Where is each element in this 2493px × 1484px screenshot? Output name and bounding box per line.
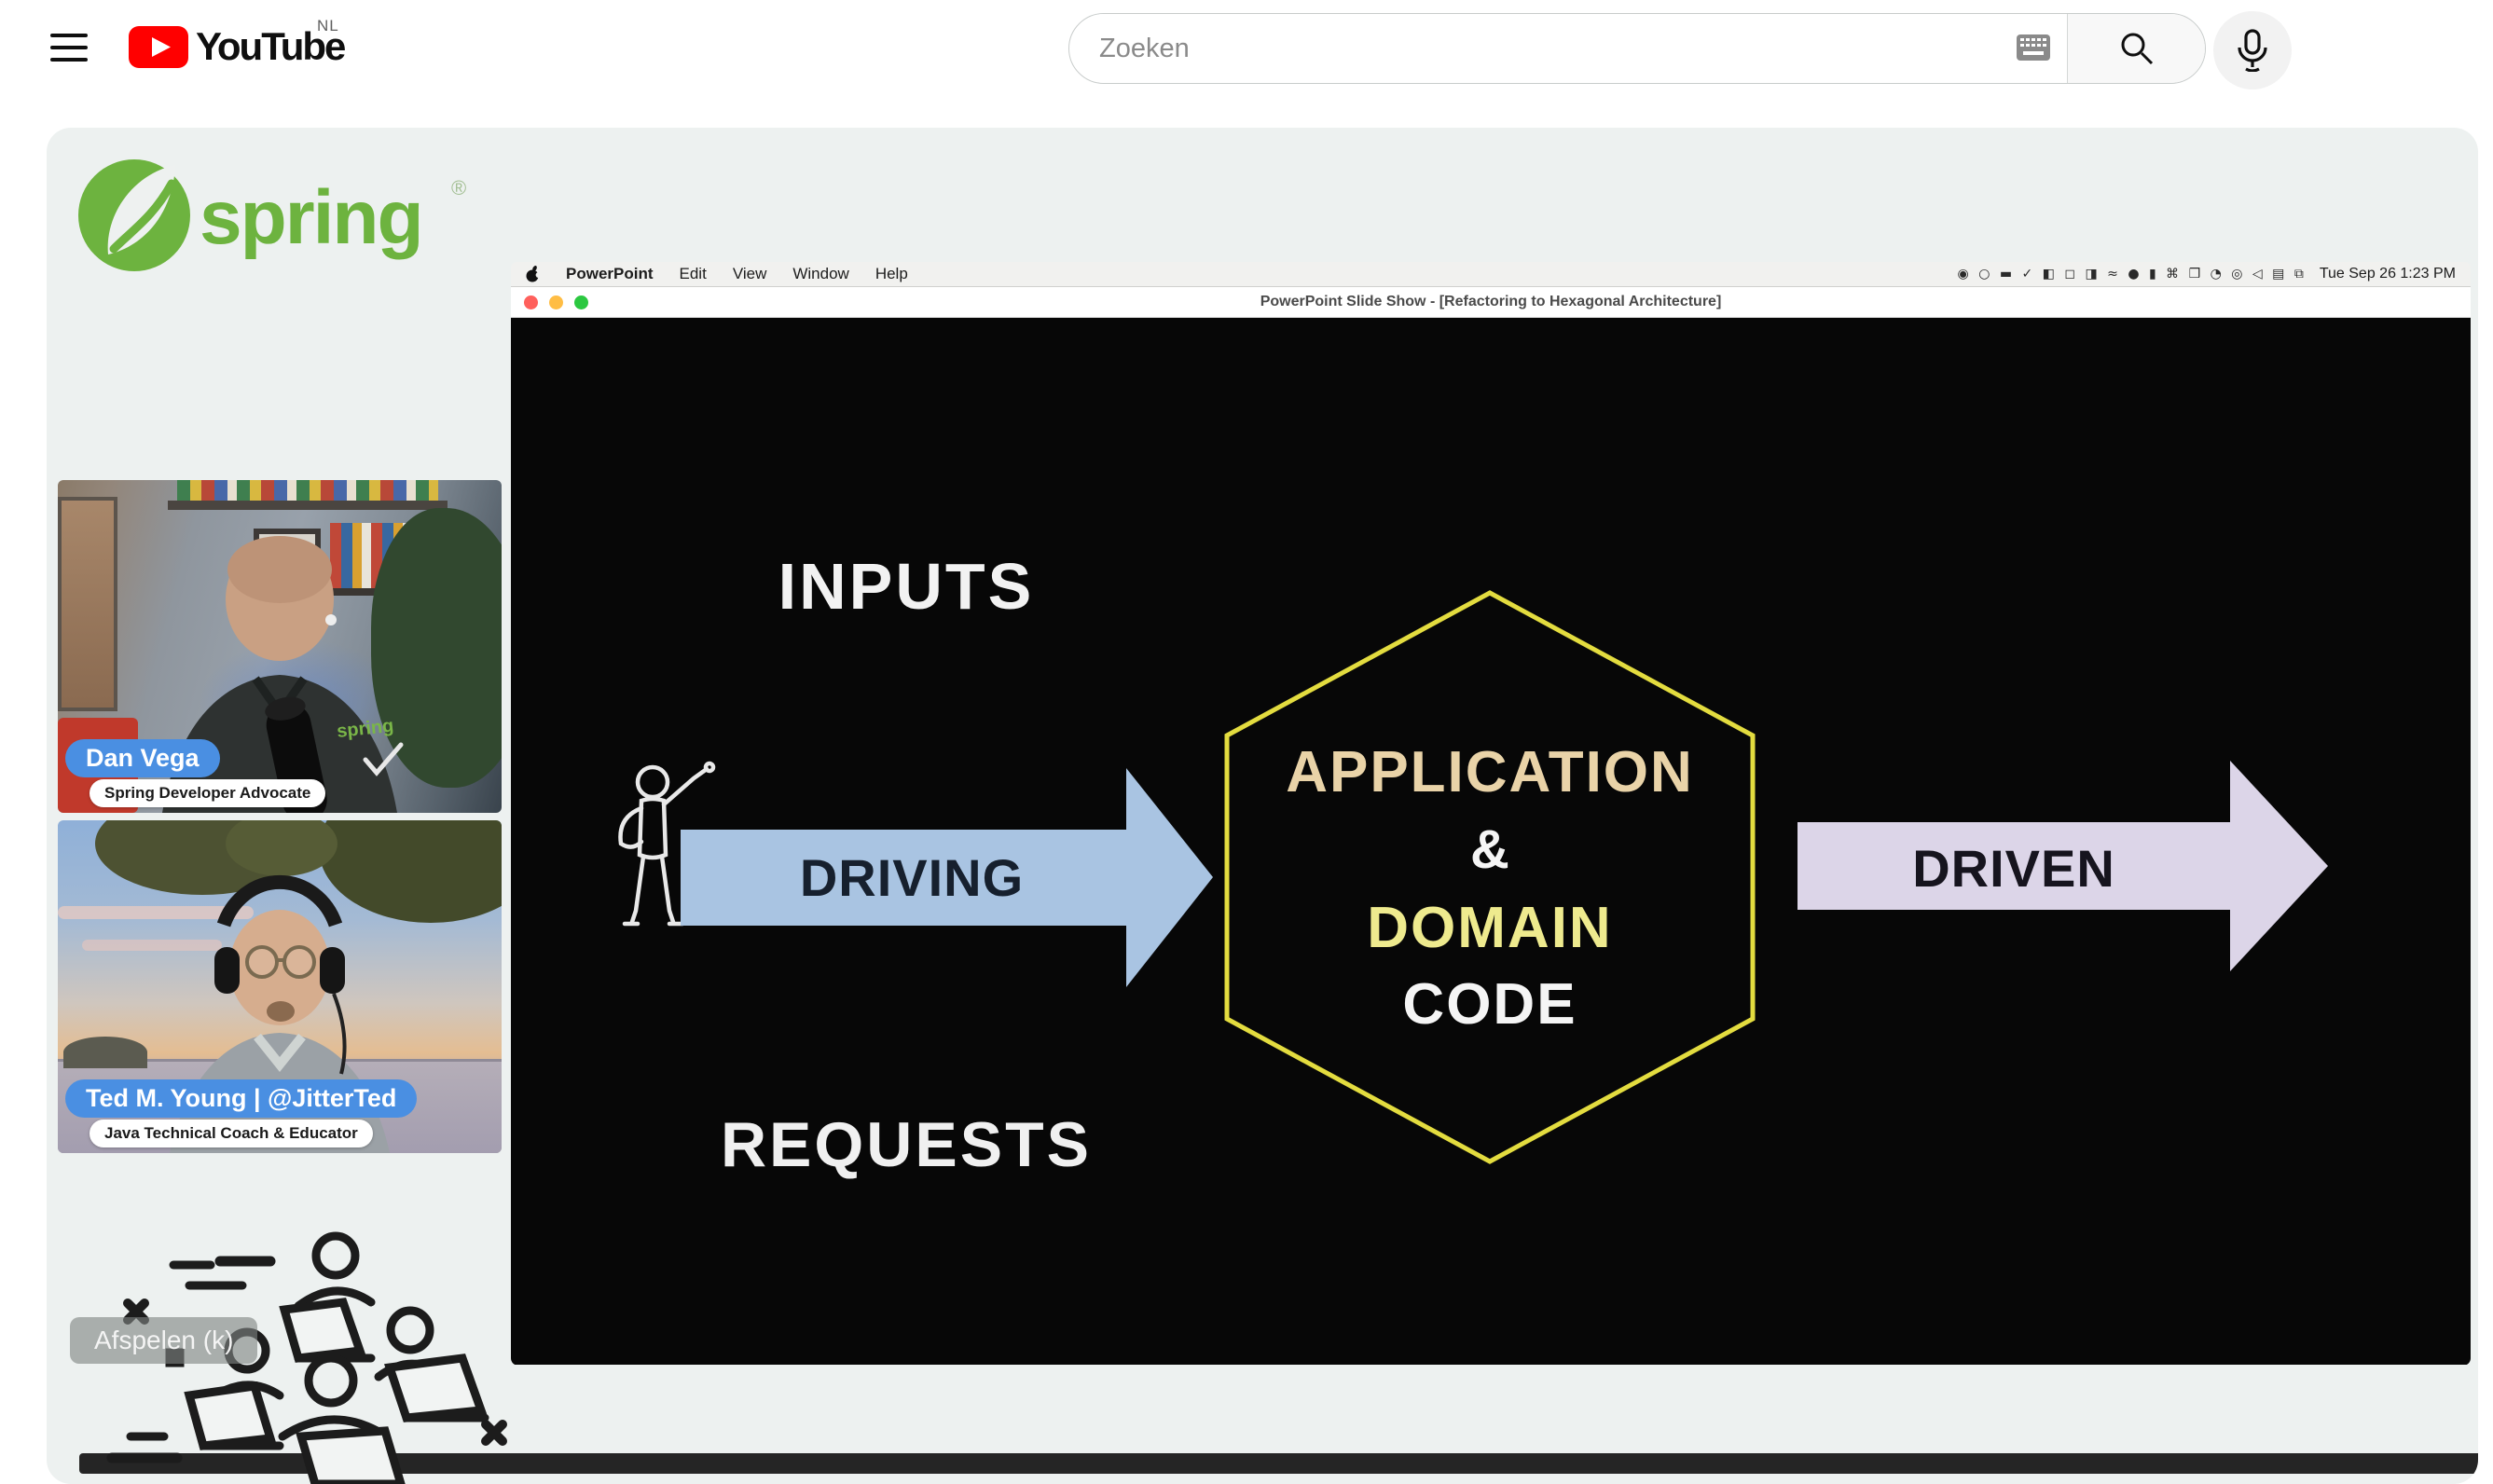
sparkle-x-icon — [481, 1420, 507, 1446]
window-title: PowerPoint Slide Show - [Refactoring to … — [1260, 294, 1722, 309]
apple-icon — [526, 266, 540, 282]
menu-item-help: Help — [875, 265, 908, 282]
zoom-window-icon — [574, 295, 588, 309]
status-icons: ◉ ○ ▬ ✓ ◧ ◻ ◨ ≈ ● ▮ ⌘ ❒ ◔ ◎ ◁ ▤ ⧉ — [1957, 267, 2307, 282]
hexagon-outline — [1224, 590, 1756, 1164]
hexagon-line-application: APPLICATION — [1286, 740, 1694, 804]
speaker-title-badge: Spring Developer Advocate — [90, 779, 326, 807]
minimize-window-icon — [549, 295, 563, 309]
menu-item-window: Window — [792, 265, 849, 282]
region-badge: NL — [317, 17, 339, 34]
poster-prop — [58, 497, 117, 711]
video-player[interactable]: spring ® spring Dan Vega Spring Deve — [47, 128, 2478, 1484]
hexagon-line-code: CODE — [1402, 972, 1577, 1037]
search-button[interactable] — [2067, 14, 2205, 83]
cloud — [58, 906, 254, 919]
menu-icon[interactable] — [50, 34, 88, 67]
requests-label: REQUESTS — [721, 1109, 1092, 1180]
voice-search-button[interactable] — [2213, 11, 2292, 89]
driven-arrow — [1797, 761, 2328, 971]
webcam-dan-vega: spring Dan Vega Spring Developer Advocat… — [58, 480, 502, 813]
speaker-title-badge: Java Technical Coach & Educator — [90, 1120, 373, 1147]
menu-item-view: View — [732, 265, 767, 282]
window-title-bar: PowerPoint Slide Show - [Refactoring to … — [511, 287, 2471, 318]
dan-vega-figure: spring — [162, 536, 404, 813]
driving-arrow — [681, 768, 1213, 987]
hexagonal-architecture-diagram: INPUTS DRIVING APPLICATION & — [618, 550, 2328, 1180]
tree-foliage — [226, 820, 337, 876]
people-laptops-illustration — [106, 1231, 507, 1484]
svg-text:®: ® — [451, 176, 466, 199]
cloud — [82, 940, 222, 951]
hexagon-line-amp: & — [1470, 819, 1509, 880]
youtube-wordmark: YouTube — [196, 24, 346, 68]
keyboard-icon[interactable] — [2017, 34, 2050, 65]
macos-menu-bar: PowerPoint Edit View Window Help ◉ ○ ▬ ✓… — [511, 262, 2471, 287]
webcam-ted-young: Ted M. Young | @JitterTed Java Technical… — [58, 820, 502, 1153]
shore-trees — [63, 1037, 147, 1068]
youtube-play-icon — [129, 25, 188, 68]
play-tooltip: Afspelen (k) — [70, 1317, 258, 1364]
speaker-name-badge: Dan Vega — [65, 739, 220, 777]
powerpoint-slide: INPUTS DRIVING APPLICATION & — [511, 318, 2471, 1365]
plant — [371, 508, 502, 788]
microphone-icon — [2238, 29, 2267, 72]
stick-figure — [618, 761, 716, 927]
hexagon-line-domain: DOMAIN — [1367, 896, 1612, 960]
spring-logo-text: spring — [200, 175, 422, 260]
menu-clock: Tue Sep 26 1:23 PM — [2319, 266, 2456, 282]
driven-label: DRIVEN — [1912, 839, 2115, 898]
speaker-name-badge: Ted M. Young | @JitterTed — [65, 1079, 418, 1118]
shelf-bar — [168, 501, 448, 510]
search-icon — [2121, 33, 2153, 65]
search-bar — [1068, 13, 2206, 84]
menu-item-powerpoint: PowerPoint — [566, 265, 654, 282]
bookshelf-top — [177, 480, 438, 501]
youtube-header: YouTube NL — [0, 0, 2493, 103]
youtube-logo[interactable]: YouTube NL — [129, 17, 346, 69]
menu-item-edit: Edit — [679, 265, 707, 282]
inputs-label: INPUTS — [778, 550, 1035, 623]
screen-share-window: PowerPoint Edit View Window Help ◉ ○ ▬ ✓… — [511, 262, 2471, 1366]
close-window-icon — [524, 295, 538, 309]
search-input[interactable] — [1099, 14, 2067, 83]
illustration-desk-line — [79, 1453, 2478, 1474]
driving-label: DRIVING — [800, 848, 1024, 907]
spring-logo: spring ® — [67, 141, 477, 295]
